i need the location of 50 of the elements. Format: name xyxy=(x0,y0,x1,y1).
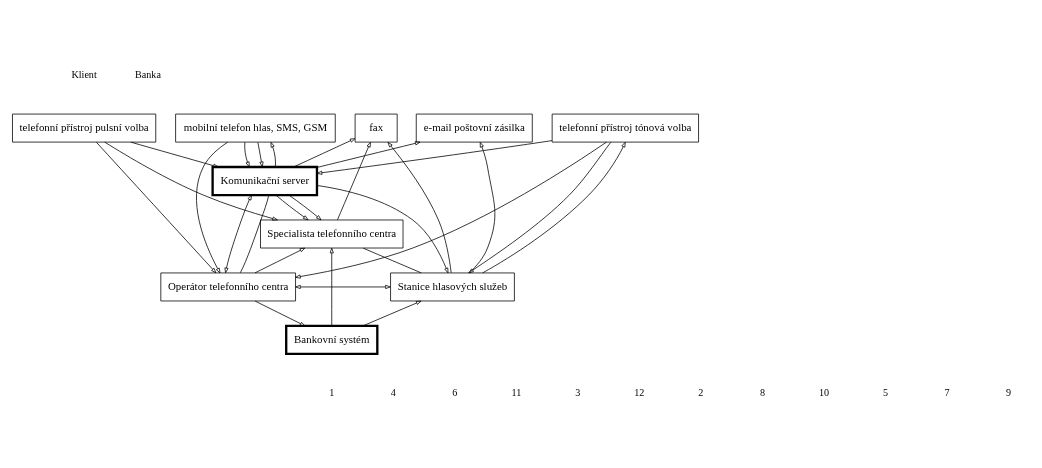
node-box: mobilní telefon hlas, SMS, GSM xyxy=(175,113,336,143)
arrow xyxy=(254,300,306,327)
node-box: telefonní přístroj pulsní volba xyxy=(12,113,157,143)
node-box: Bankovní systém xyxy=(285,324,379,356)
arrow xyxy=(293,138,356,168)
arrow xyxy=(362,300,422,327)
arrow xyxy=(337,141,371,221)
arrow xyxy=(275,194,309,221)
arrow xyxy=(316,185,449,274)
arrow xyxy=(196,141,229,274)
label: 8 xyxy=(759,386,765,398)
arrow xyxy=(288,194,322,221)
node-box: telefonní přístroj tónová volba xyxy=(551,113,699,143)
arrow xyxy=(270,142,276,168)
node-box: Operátor telefonního centra xyxy=(160,272,296,302)
label: 10 xyxy=(818,386,829,398)
arrow xyxy=(468,141,612,274)
connector xyxy=(240,194,270,274)
label: Banka xyxy=(135,68,161,80)
node-box: e-mail poštovní zásilka xyxy=(415,113,533,143)
node-box: Stanice hlasových služeb xyxy=(390,272,515,302)
arrow xyxy=(257,142,264,168)
arrow xyxy=(316,141,421,168)
arrow xyxy=(482,141,626,274)
label: 5 xyxy=(882,386,888,398)
arrow xyxy=(104,141,278,221)
label: 2 xyxy=(698,386,704,398)
label: Klient xyxy=(71,68,97,80)
label: 9 xyxy=(1005,386,1012,398)
arrow xyxy=(254,247,306,274)
label: 12 xyxy=(634,386,645,398)
connector xyxy=(362,247,422,274)
label: 11 xyxy=(511,386,522,398)
arrow xyxy=(244,142,250,168)
label: 6 xyxy=(452,386,458,398)
label: 1 xyxy=(329,386,335,398)
label: 4 xyxy=(390,386,396,398)
arrow xyxy=(316,140,553,175)
node-box: fax xyxy=(354,113,398,143)
label: 3 xyxy=(575,386,581,398)
arrow xyxy=(469,141,496,274)
arrow xyxy=(295,284,391,289)
arrow xyxy=(387,142,452,274)
arrow xyxy=(295,141,607,279)
arrow xyxy=(224,194,252,274)
label: 7 xyxy=(944,386,950,398)
arrow xyxy=(96,141,217,274)
arrow xyxy=(329,247,334,327)
arrow xyxy=(130,141,219,168)
node-box: Specialista telefonního centra xyxy=(260,219,404,249)
